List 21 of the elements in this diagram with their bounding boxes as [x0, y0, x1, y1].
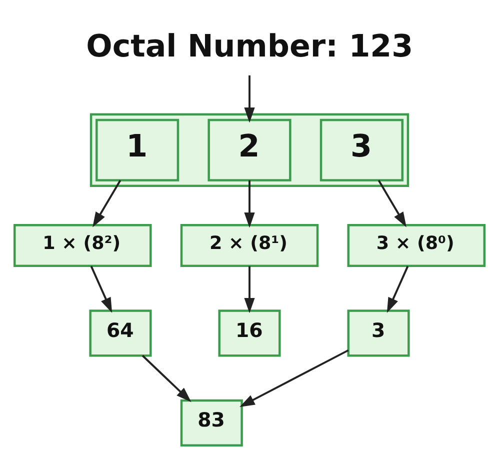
arrow [244, 75, 254, 123]
arrow [377, 180, 406, 228]
node-text: Octal Number: 123 [86, 28, 413, 64]
node-box: 3 [346, 310, 410, 357]
arrow [244, 180, 254, 228]
arrow [239, 349, 348, 407]
arrow [90, 266, 112, 313]
node-box: 3 [319, 118, 403, 182]
node-box: 2 × (8¹) [180, 224, 318, 267]
node-box: 64 [88, 310, 152, 357]
node-box: 83 [180, 399, 242, 446]
arrow [244, 266, 254, 314]
arrow [386, 266, 408, 313]
node-box: 1 [95, 118, 179, 182]
arrow [141, 354, 191, 402]
node-box: 2 [207, 118, 291, 182]
arrow [92, 180, 121, 228]
node-box: 3 × (8⁰) [346, 224, 486, 267]
node-box: 1 × (8²) [12, 224, 152, 267]
cluster [89, 113, 409, 188]
node-box: 16 [218, 310, 280, 357]
